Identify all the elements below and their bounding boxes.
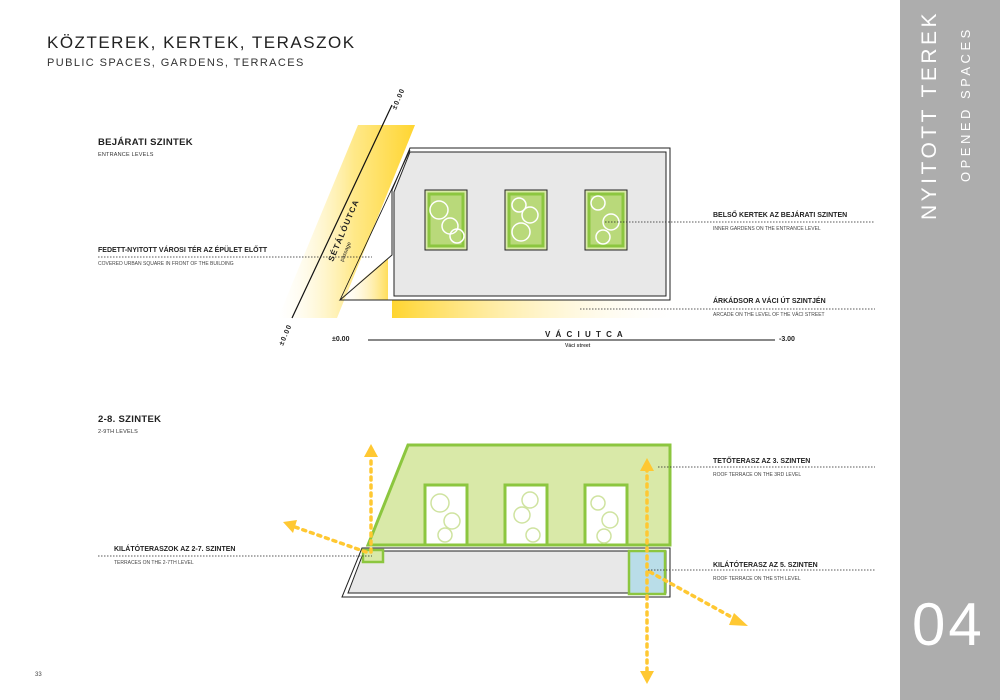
inner-garden-1 bbox=[424, 189, 468, 251]
street-name-en: Váci street bbox=[565, 343, 591, 349]
lower-slab bbox=[341, 547, 671, 598]
street-level-right: -3.00 bbox=[779, 336, 795, 343]
lookout-5-label-en: ROOF TERRACE ON THE 5TH LEVEL bbox=[713, 576, 801, 582]
chapter-number: 04 bbox=[912, 591, 985, 658]
passage-level-top: ±0.00 bbox=[391, 87, 406, 110]
view-arrow-right-down bbox=[648, 570, 737, 621]
chapter-title: NYITOTT TEREK bbox=[918, 9, 941, 220]
courtyard-1 bbox=[423, 483, 469, 547]
section1-heading: BEJÁRATI SZINTEK bbox=[98, 137, 193, 148]
lookout-5-label: KILÁTÓTERASZ AZ 5. SZINTEN bbox=[713, 562, 818, 569]
inner-gardens-label: BELSŐ KERTEK AZ BEJÁRATI SZINTEN bbox=[713, 212, 848, 219]
arcade-label-en: ARCADE ON THE LEVEL OF THE VÁCI STREET bbox=[713, 312, 825, 318]
site-plan-diagram: SÉTÁLÓUTCA passage ±0.00 ±0.00 bbox=[98, 87, 875, 684]
chapter-sidebar bbox=[900, 0, 1000, 700]
roof-terrace-3-label-en: ROOF TERRACE ON THE 3RD LEVEL bbox=[713, 472, 802, 478]
section2-heading: 2-8. SZINTEK bbox=[98, 414, 162, 425]
page-subtitle: PUBLIC SPACES, GARDENS, TERRACES bbox=[47, 57, 305, 69]
section1-subheading: ENTRANCE LEVELS bbox=[98, 152, 154, 158]
courtyard-2 bbox=[503, 483, 549, 547]
inner-garden-3 bbox=[584, 189, 628, 251]
page-number: 33 bbox=[35, 672, 42, 678]
inner-gardens-label-en: INNER GARDENS ON THE ENTRANCE LEVEL bbox=[713, 226, 821, 232]
page-title: KÖZTEREK, KERTEK, TERASZOK bbox=[47, 33, 356, 52]
chapter-subtitle: OPENED SPACES bbox=[958, 26, 973, 182]
courtyard-3 bbox=[583, 483, 629, 547]
arcade-label: ÁRKÁDSOR A VÁCI ÚT SZINTJÉN bbox=[713, 298, 826, 305]
covered-square-label-en: COVERED URBAN SQUARE IN FRONT OF THE BUI… bbox=[98, 261, 234, 267]
arcade-band bbox=[392, 300, 692, 318]
section2-subheading: 2-9TH LEVELS bbox=[98, 429, 139, 435]
passage-level-bottom: ±0.00 bbox=[278, 323, 293, 346]
passage-band bbox=[278, 125, 415, 318]
covered-square-label: FEDETT-NYITOTT VÁROSI TÉR AZ ÉPÜLET ELŐT… bbox=[98, 247, 268, 254]
street-level-left: ±0.00 bbox=[332, 336, 350, 343]
view-arrow-left bbox=[293, 525, 368, 554]
lookout-2-7-label-en: TERRACES ON THE 2-7TH LEVEL bbox=[114, 560, 194, 566]
street-name: V Á C I U T C A bbox=[545, 330, 625, 339]
lookout-2-7-label: KILÁTÓTERASZOK AZ 2-7. SZINTEN bbox=[114, 546, 236, 553]
building-footprint bbox=[338, 147, 671, 301]
covered-square-area bbox=[337, 258, 388, 300]
roof-terrace-3-label: TETŐTERASZ AZ 3. SZINTEN bbox=[713, 458, 811, 465]
inner-garden-2 bbox=[504, 189, 548, 251]
